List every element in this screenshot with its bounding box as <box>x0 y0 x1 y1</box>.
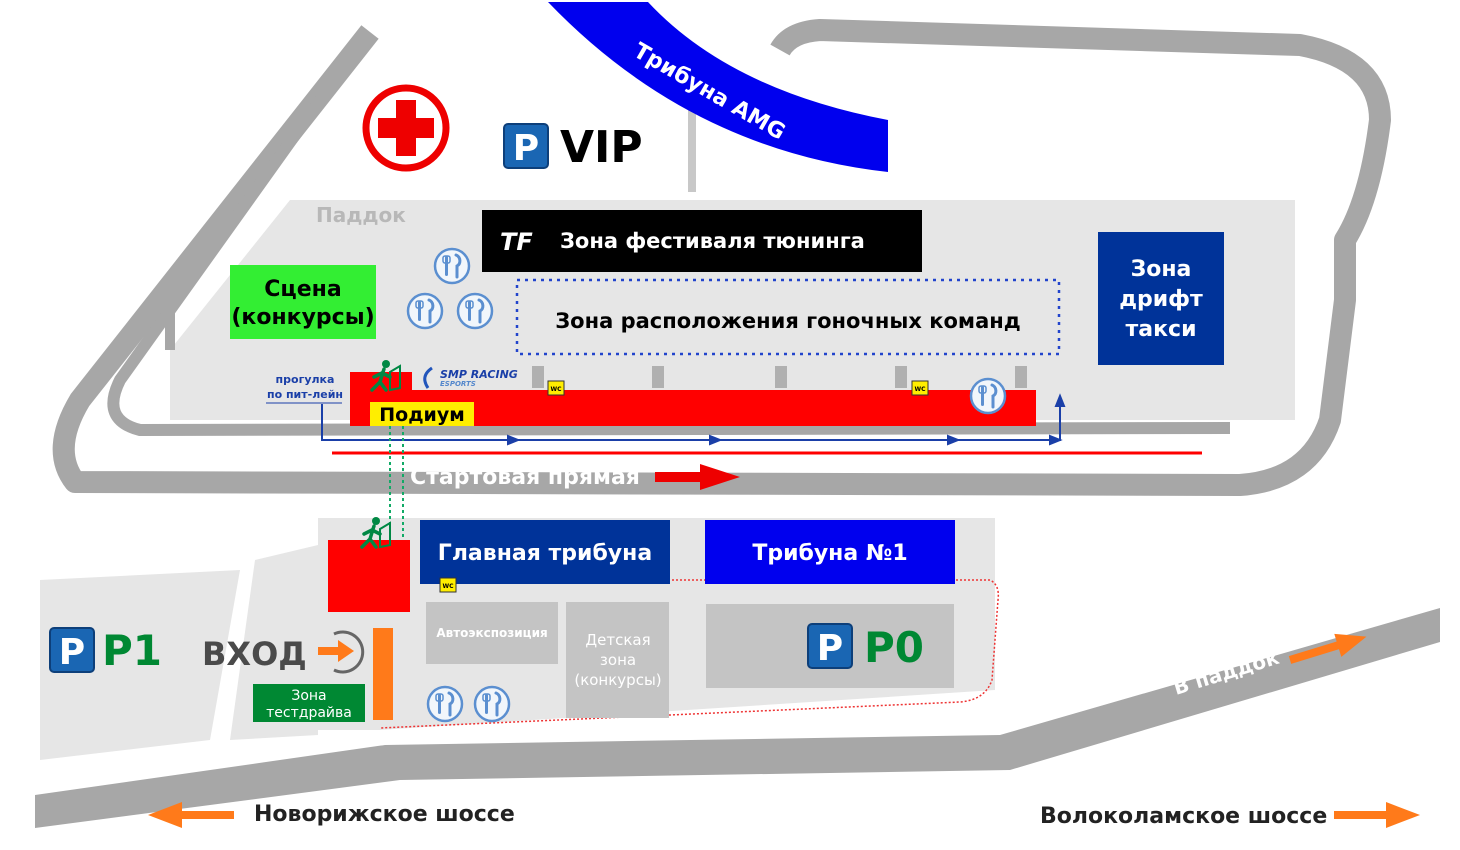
parking-icon <box>49 627 95 673</box>
wc-icon: WC <box>911 380 929 396</box>
parking-vip[interactable]: P VIP <box>503 122 643 173</box>
pitwalk-line-1: прогулка <box>276 373 335 386</box>
tuning-zone-label: Зона фестиваля тюнинга <box>560 229 865 253</box>
tribune-no1[interactable]: Трибуна №1 <box>705 520 955 584</box>
arrow-right-icon <box>1334 802 1420 828</box>
entrance[interactable]: ВХОД <box>202 630 365 674</box>
kids-label-3: (конкурсы) <box>574 671 661 689</box>
podium[interactable]: Подиум <box>370 402 474 426</box>
stage-label-1: Сцена <box>264 277 341 302</box>
race-teams-label: Зона расположения гоночных команд <box>555 309 1021 333</box>
fork-knife-icon <box>456 292 494 330</box>
drift-label-3: такси <box>1126 317 1197 342</box>
entrance-icon <box>318 630 365 674</box>
parking-icon-letter: P <box>59 632 85 673</box>
smp-racing-logo: SMP RACING ESPORTS <box>423 366 518 389</box>
kids-zone[interactable]: Детская зона (конкурсы) <box>566 602 669 718</box>
drift-label-1: Зона <box>1131 257 1192 282</box>
parking-icon-letter: P <box>513 128 539 169</box>
fork-knife-icon <box>433 247 471 285</box>
kids-label-1: Детская <box>585 631 650 649</box>
highway <box>35 608 1440 828</box>
tuning-festival-zone[interactable]: TF Зона фестиваля тюнинга <box>482 210 922 272</box>
stage-label-2: (конкурсы) <box>231 305 374 330</box>
tunnel-path <box>389 426 404 540</box>
wc-icon: WC <box>439 577 457 593</box>
parking-p0[interactable]: P P0 <box>706 604 954 688</box>
novorizhskoe-label: Новорижское шоссе <box>254 802 515 827</box>
fork-knife-icon <box>406 292 444 330</box>
entrance-gate <box>373 628 393 720</box>
parking-vip-label: VIP <box>560 122 643 173</box>
pit-walk-route <box>321 393 1066 446</box>
parking-p1-label: P1 <box>102 626 162 675</box>
fork-knife-icon <box>473 685 511 723</box>
testdrive-label-1: Зона <box>291 688 326 704</box>
pit-posts <box>532 366 1027 388</box>
tribune-no1-label: Трибуна №1 <box>752 541 907 566</box>
kids-label-2: зона <box>600 651 636 669</box>
testdrive-label-2: тестдрайва <box>266 705 352 721</box>
stage-zone[interactable]: Сцена (конкурсы) <box>230 265 376 339</box>
auto-expo-label: Автоэкспозиция <box>436 626 547 640</box>
svg-text:WC: WC <box>442 583 454 590</box>
paddock-label: Паддок <box>316 203 406 227</box>
parking-p0-label: P0 <box>864 623 924 672</box>
parking-icon <box>503 123 549 169</box>
arrow-right-icon <box>655 464 740 490</box>
podium-label: Подиум <box>379 404 465 426</box>
p1-area <box>40 570 240 760</box>
paddock-inner-road <box>107 96 1231 437</box>
paddock-inner-road-2 <box>165 207 235 350</box>
svg-text:WC: WC <box>914 386 926 393</box>
tuning-logo: TF <box>500 228 533 256</box>
volokolamskoe-label: Волоколамское шоссе <box>1040 804 1327 829</box>
tribune-main-label: Главная трибуна <box>438 541 652 566</box>
race-track <box>52 19 1391 496</box>
pit-lane-building <box>412 390 1036 426</box>
first-aid-cross-icon <box>362 84 450 172</box>
entrance-label: ВХОД <box>202 635 307 673</box>
pitwalk-line-2: по пит-лейн <box>267 388 343 401</box>
tribune-main[interactable]: Главная трибуна <box>420 520 670 584</box>
auto-expo-zone[interactable]: Автоэкспозиция <box>426 602 558 664</box>
start-straight-label: Стартовая прямая <box>410 465 640 490</box>
smp-line-2: ESPORTS <box>440 380 476 388</box>
svg-text:WC: WC <box>550 386 562 393</box>
fan-zone-boundary <box>379 579 1000 729</box>
tribune-amg <box>548 2 888 172</box>
arrow-left-icon <box>148 802 234 828</box>
parking-p1[interactable]: P P1 <box>49 626 162 675</box>
parking-icon-letter: P <box>817 628 843 669</box>
drift-label-2: дрифт <box>1119 287 1203 312</box>
arrow-right-icon <box>1288 633 1367 664</box>
tunnel-exit-building <box>328 540 410 612</box>
drift-taxi-zone[interactable]: Зона дрифт такси <box>1098 232 1224 365</box>
parking-icon <box>807 623 853 669</box>
fork-knife-icon <box>426 685 464 723</box>
pit-walk-label: прогулка по пит-лейн <box>266 373 343 404</box>
smp-line-1: SMP RACING <box>440 368 518 381</box>
wc-icon: WC <box>547 380 565 396</box>
testdrive-zone[interactable]: Зона тестдрайва <box>253 684 365 722</box>
fork-knife-icon <box>969 377 1007 415</box>
race-teams-zone[interactable]: Зона расположения гоночных команд <box>515 278 1061 356</box>
